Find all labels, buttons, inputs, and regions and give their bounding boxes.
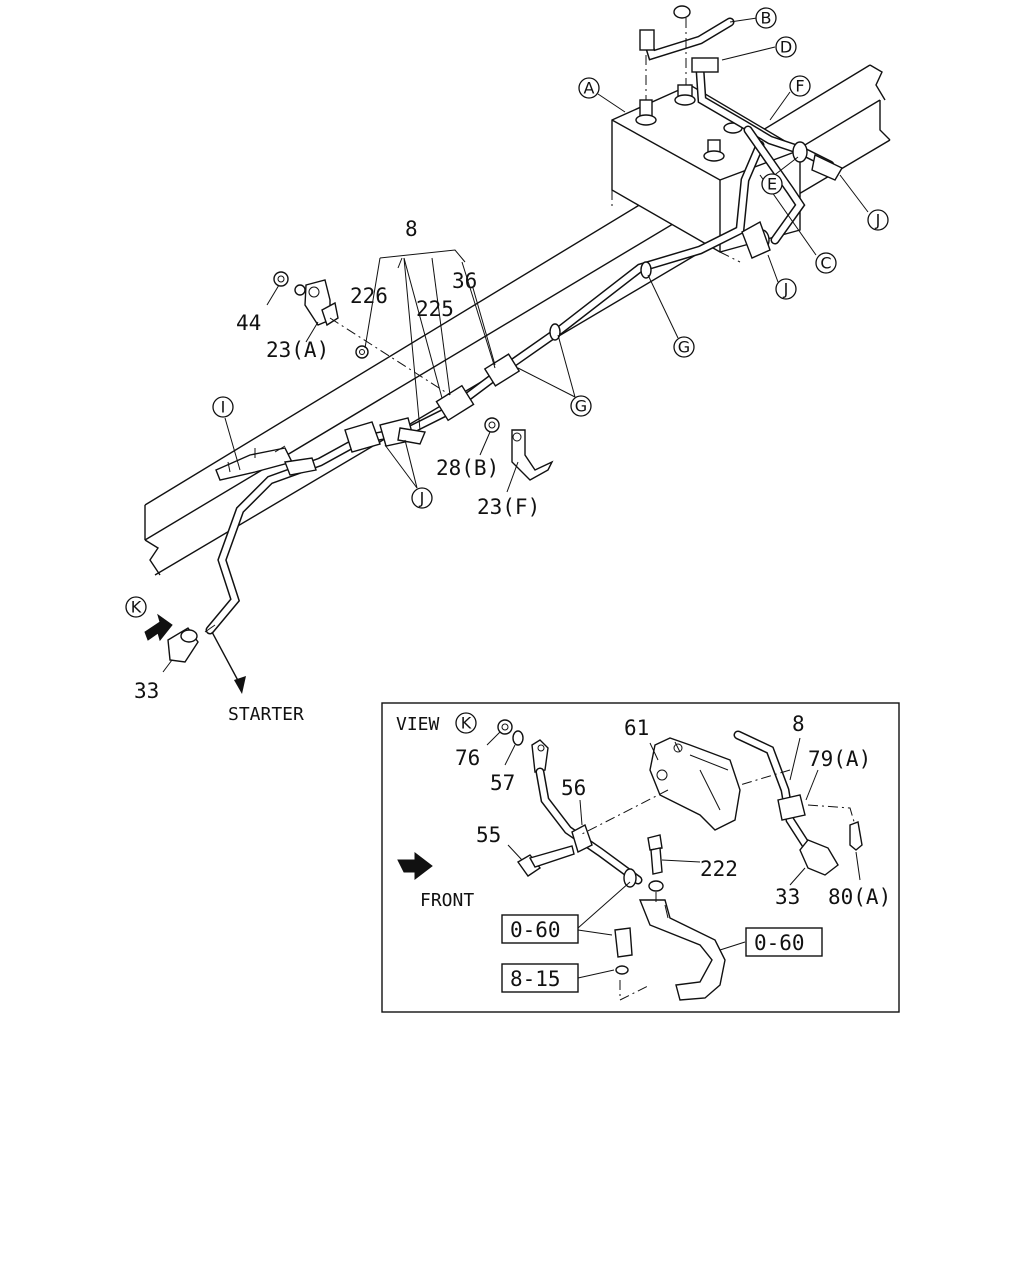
label-8-inset: 8 <box>792 712 805 736</box>
starter-arrow <box>211 631 243 689</box>
label-44: 44 <box>236 311 261 335</box>
callout-d: D <box>775 36 797 58</box>
svg-text:F: F <box>795 77 804 96</box>
svg-text:I: I <box>221 398 226 417</box>
svg-text:J: J <box>419 489 425 508</box>
label-23a: 23(A) <box>266 338 329 362</box>
svg-text:C: C <box>820 254 831 273</box>
callout-e: E <box>761 173 783 195</box>
label-76: 76 <box>455 746 480 770</box>
label-61: 61 <box>624 716 649 740</box>
label-225: 225 <box>416 297 454 321</box>
svg-text:J: J <box>783 280 789 299</box>
label-80a: 80(A) <box>828 885 891 909</box>
label-front: FRONT <box>420 890 474 911</box>
clamp-23a <box>273 271 451 396</box>
label-56: 56 <box>561 776 586 800</box>
jumper-cable <box>639 5 735 100</box>
label-222: 222 <box>700 857 738 881</box>
label-226: 226 <box>350 284 388 308</box>
callout-j3: J <box>411 487 433 509</box>
callout-a: A <box>578 77 600 99</box>
ref-0-60-b: 0-60 <box>754 931 805 955</box>
view-k-title: VIEW <box>396 714 440 735</box>
label-55: 55 <box>476 823 501 847</box>
svg-text:G: G <box>575 397 587 416</box>
callout-i: I <box>212 396 234 418</box>
leader-lines <box>162 17 869 673</box>
label-33-inset: 33 <box>775 885 800 909</box>
label-36: 36 <box>452 269 477 293</box>
label-starter: STARTER <box>228 704 304 725</box>
svg-text:E: E <box>767 175 777 194</box>
front-arrow <box>397 851 433 881</box>
callout-f: F <box>789 75 811 97</box>
label-57: 57 <box>490 771 515 795</box>
label-79a: 79(A) <box>808 747 871 771</box>
bracket-23f <box>484 417 554 481</box>
callout-g1: G <box>673 336 695 358</box>
callout-g2: G <box>570 395 592 417</box>
view-k-arrow <box>144 613 173 642</box>
svg-text:K: K <box>131 598 142 617</box>
ref-box-0-60-b <box>745 927 823 957</box>
svg-text:J: J <box>875 211 881 230</box>
svg-text:K: K <box>461 714 472 733</box>
label-23f: 23(F) <box>477 495 540 519</box>
view-k-inset: VIEW K <box>381 702 900 1013</box>
starter-arrowhead <box>234 676 246 694</box>
ref-box-0-60-a <box>501 914 579 944</box>
ref-box-8-15 <box>501 963 579 993</box>
svg-text:B: B <box>761 9 772 28</box>
cap-33 <box>167 627 199 663</box>
ref-0-60-a: 0-60 <box>510 918 561 942</box>
label-28b: 28(B) <box>436 456 499 480</box>
main-cable <box>204 57 843 635</box>
label-33: 33 <box>134 679 159 703</box>
svg-text:D: D <box>780 38 792 57</box>
ref-8-15: 8-15 <box>510 967 561 991</box>
label-8: 8 <box>405 217 418 241</box>
view-k-title-callout: K <box>455 712 477 734</box>
callout-k: K <box>125 596 147 618</box>
callout-j1: J <box>867 209 889 231</box>
callout-c: C <box>815 252 837 274</box>
svg-text:G: G <box>678 338 690 357</box>
callout-b: B <box>755 7 777 29</box>
callout-j2: J <box>775 278 797 300</box>
svg-text:A: A <box>584 79 595 98</box>
